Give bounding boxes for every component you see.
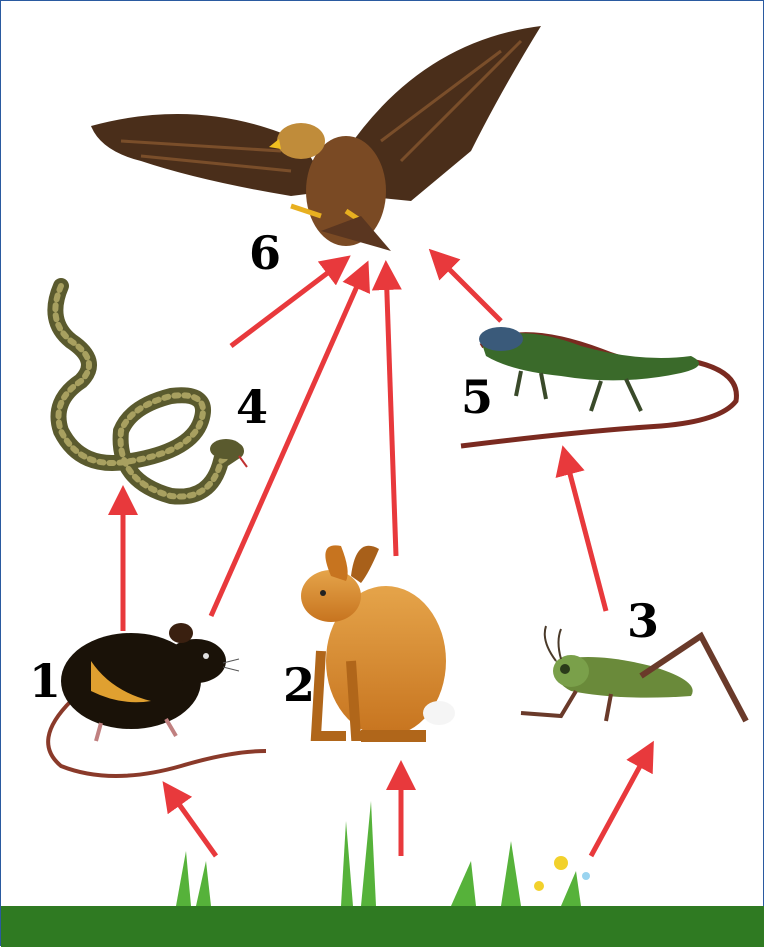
arrow-n2-to-n6	[386, 266, 396, 556]
mouse-icon	[48, 623, 266, 776]
node-label-5: 5	[461, 370, 493, 424]
arrow-n3-to-n5	[564, 451, 606, 611]
node-label-3: 3	[627, 594, 659, 648]
node-label-4: 4	[236, 380, 268, 434]
arrow-n5-to-n6	[433, 253, 501, 321]
eagle-icon	[91, 26, 541, 251]
grass-icon	[1, 801, 764, 947]
hare-icon	[301, 545, 455, 736]
node-label-2: 2	[283, 658, 315, 712]
lizard-icon	[461, 327, 736, 446]
node-label-1: 1	[29, 654, 61, 708]
arrow-grass-to-n1	[166, 786, 216, 856]
node-label-6: 6	[249, 226, 281, 280]
snake-icon	[55, 286, 247, 497]
arrow-grass-to-n3	[591, 746, 651, 856]
